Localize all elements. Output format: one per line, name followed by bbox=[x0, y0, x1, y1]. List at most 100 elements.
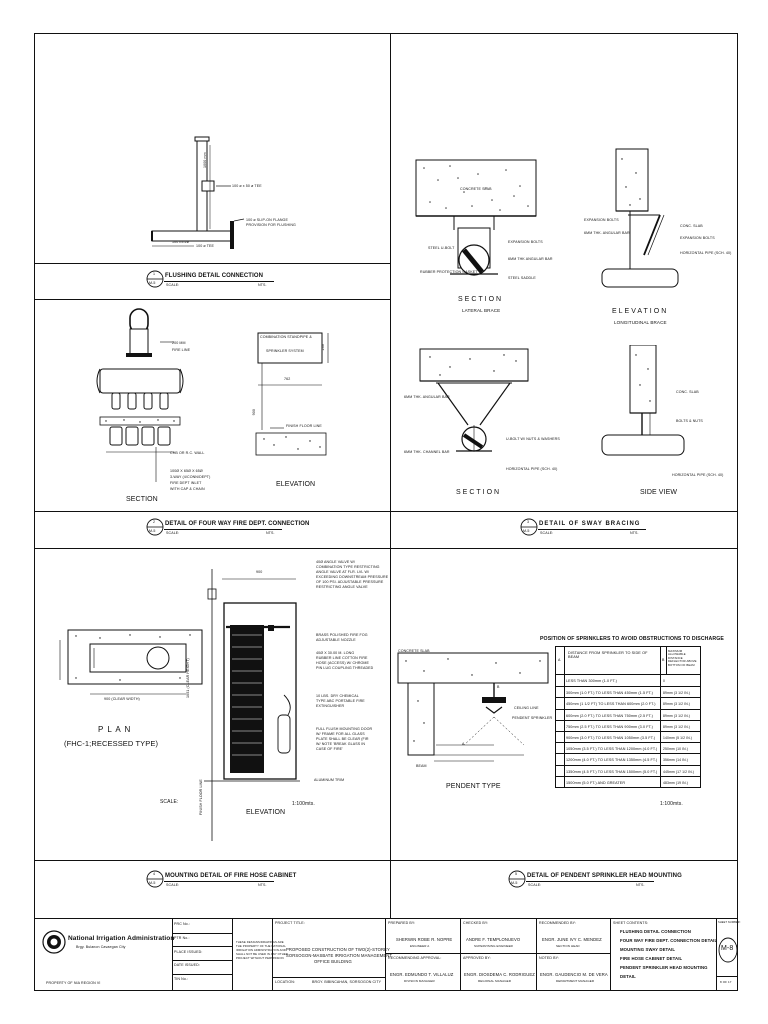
checked-by: ANDRE F. TEMPLONUEVO bbox=[466, 937, 521, 942]
sway-label-conc-slab: CONC. SLAB bbox=[680, 224, 703, 228]
cabinet-scale-ratio: 1:100mts. bbox=[292, 801, 315, 807]
pendent-table-row: 750mm (2.5 FT.) TO LESS THAN 900mm (3.0 … bbox=[556, 719, 700, 731]
cabinet-label-hose-3: HOSE (ACCESS) W/ CHROME bbox=[316, 661, 370, 665]
cabinet-label-ext-1: 10 LBS. DRY CHEMICAL bbox=[316, 694, 359, 698]
project-title-1: PROPOSED CONSTRUCTION OF TWO(2)-STOREY bbox=[286, 947, 390, 952]
pendent-table-cell-distance: LESS THAN 300mm (1.0 FT.) bbox=[566, 679, 617, 683]
project-title-label: PROJECT TITLE: bbox=[275, 921, 305, 925]
pendent-table-title: POSITION OF SPRINKLERS TO AVOID OBSTRUCT… bbox=[540, 636, 724, 642]
pendent-table-cell-distance: 900mm (3.0 FT.) TO LESS THAN 1050mm (3.5… bbox=[566, 736, 656, 740]
pendent-table-cell-max: 445mm (17 1/2 IN.) bbox=[663, 769, 695, 774]
pendent-label-b: B bbox=[497, 685, 500, 689]
note-1: THESE DESIGNS/DRAWINGS ARE bbox=[236, 940, 284, 944]
flushing-callout-no: 1 bbox=[153, 272, 156, 276]
sway-longitudinal-title: ELEVATION bbox=[612, 308, 669, 315]
cabinet-label-nozzle-2: ADJUSTABLE NOZZLE bbox=[316, 638, 356, 642]
cabinet-label-angle-valve-4: EXCEEDING DOWNSTREAM PRESSURE bbox=[316, 575, 389, 579]
cabinet-label-door-1: FULL FLUSH MOUNTING DOOR bbox=[316, 727, 373, 731]
cabinet-label-ext-2: TYPE ABC PORTABLE FIRE bbox=[316, 699, 365, 703]
sway-label-concrete-slab: CONCRETE SLAB bbox=[460, 187, 492, 191]
location-label: LOCATION: bbox=[275, 980, 296, 984]
sway-label-horizontal-pipe2: HORIZONTAL PIPE (SCH. 40) bbox=[506, 467, 558, 471]
cabinet-label-door-2: W/ FRAME FOR ALL GLASS bbox=[316, 732, 365, 736]
pendent-table-cell-distance: 300mm (1.0 FT.) TO LESS THAN 450mm (1.5 … bbox=[566, 691, 653, 696]
pendent-scale-ratio: 1:100mts. bbox=[660, 801, 683, 807]
fdc-callout-sheet: M-5 bbox=[149, 529, 156, 533]
field-date: DATE ISSUED: bbox=[174, 963, 200, 967]
cabinet-label-angle-valve-3: ANGLE VALVE AT FLR. LVL W/ bbox=[316, 570, 370, 574]
sheet-contents-1: FOUR WAY FIRE DEPT. CONNECTION DETAIL bbox=[620, 938, 718, 943]
pendent-table-cell-max: 89mm (3 1/2 IN.) bbox=[663, 724, 691, 729]
cabinet-scale-text: SCALE: bbox=[160, 799, 179, 805]
pendent-table-row: LESS THAN 300mm (1.0 FT.)0 bbox=[556, 675, 700, 686]
note-3: IRRIGATION ADMINISTRATION AND bbox=[236, 948, 286, 952]
cabinet-label-hose-2: RUBBER LINE COTTON FIRE bbox=[316, 656, 368, 660]
row-divider-3 bbox=[34, 860, 738, 861]
prepared-by: SHERWIN ROBE R. NOPRE bbox=[396, 937, 453, 942]
sheet-number-label: SHEET NUMBER: bbox=[718, 921, 741, 924]
noted-by: ENGR. GAUDENCIO M. DE VERA bbox=[540, 972, 608, 977]
sway-label-expansion2: EXPANSION BOLTS bbox=[584, 218, 619, 222]
fdc-section-drawing bbox=[96, 308, 184, 482]
vertical-divider bbox=[390, 33, 391, 918]
fdc-label-wall: CHB OR R.C. WALL bbox=[170, 451, 205, 455]
sheet-of: 8 OF 17 bbox=[720, 980, 732, 984]
sway-label-expansion3: EXPANSION BOLTS bbox=[680, 236, 715, 240]
pendent-table-cell-distance: 1500mm (5.0 FT.) AND GREATER bbox=[566, 780, 626, 785]
cabinet-label-door-4: W/ NOTE 'BREAK GLASS IN bbox=[316, 742, 366, 746]
prepared-by-label: PREPARED BY: bbox=[388, 921, 416, 925]
pendent-drawing bbox=[397, 652, 549, 762]
cabinet-label-angle-valve-6: RESTRICTING ANGLE VALVE bbox=[316, 585, 368, 589]
fdc-label-fire-line-2: FIRE LINE bbox=[172, 348, 191, 352]
sway-label-horizontal-pipe: HORIZONTAL PIPE (SCH. 40) bbox=[680, 251, 732, 255]
sway-label-angular: 6MM THK ANGULAR BAR bbox=[508, 257, 553, 261]
flushing-dim-bottom: 100 ø TEE bbox=[196, 244, 215, 248]
sway-sideview-drawing bbox=[601, 345, 685, 456]
nia-logo bbox=[42, 930, 66, 954]
sway-label-angular2: 6MM THK. ANGULAR BAR bbox=[584, 231, 630, 235]
cabinet-label-hose-4: PIN LUG COUPLING THREADED bbox=[316, 666, 374, 670]
cabinet-callout-sheet: M-5 bbox=[149, 881, 156, 885]
pendent-table-cell-max: 89mm (3 1/2 IN.) bbox=[663, 702, 691, 707]
sway-label-rubber: RUBBER PROTECTION GASKET bbox=[420, 270, 478, 274]
fdc-section-title: SECTION bbox=[126, 496, 158, 503]
flushing-scale-value: NTS. bbox=[258, 283, 267, 287]
fdc-label-standpipe-1: COMBINATION STANDPIPE & bbox=[260, 335, 312, 339]
pendent-callout bbox=[508, 870, 526, 888]
pendent-table-row: 600mm (2.0 FT.) TO LESS THAN 750mm (2.5 … bbox=[556, 708, 700, 720]
cabinet-scale-label: SCALE: bbox=[166, 883, 180, 887]
pendent-table-col-b: B bbox=[662, 658, 665, 662]
cabinet-label-angle-valve-5: OF 100 PSI. ADJUSTABLE PRESSURE bbox=[316, 580, 384, 584]
cabinet-label-ext-3: EXTINGUISHER bbox=[316, 704, 345, 708]
pendent-type-title: PENDENT TYPE bbox=[446, 783, 501, 790]
pendent-table-cell-distance: 1200mm (4.0 FT.) TO LESS THAN 1350mm (4.… bbox=[566, 758, 658, 763]
sway-label-channel-bar: 6MM THK. CHANNEL BAR bbox=[404, 450, 450, 454]
cabinet-label-angle-valve-1: 40Ø ANGLE VALVE W/ bbox=[316, 560, 356, 564]
cabinet-callout bbox=[146, 870, 164, 888]
location-value: BRGY. BIBINCAHAN, SORSOGON CITY bbox=[312, 980, 382, 984]
row-divider-1 bbox=[34, 263, 390, 264]
cabinet-plan-title: P L A N bbox=[98, 725, 132, 734]
fdc-label-standpipe-2: SPRINKLER SYSTEM bbox=[266, 349, 304, 353]
fdc-label-inlet-4: WITH CAP & CHAIN bbox=[170, 487, 205, 491]
pendent-table-row: 1200mm (4.0 FT.) TO LESS THAN 1350mm (4.… bbox=[556, 753, 700, 764]
sway-label-horizontal-pipe3: HORIZONTAL PIPE (SCH. 40) bbox=[672, 473, 724, 477]
pendent-table-cell-max: 356mm (14 IN.) bbox=[663, 758, 688, 763]
fdc-label-inlet-1: 100Ø X 65Ø X 65Ø bbox=[170, 469, 203, 473]
sway-longitudinal-sub: LONGITUDINAL BRACE bbox=[614, 320, 667, 325]
flushing-dim-left: 100 mm/ø bbox=[172, 240, 189, 244]
recommended-by-title: SECTION HEAD bbox=[556, 944, 580, 948]
pendent-table-cell-distance: 600mm (2.0 FT.) TO LESS THAN 750mm (2.5 … bbox=[566, 713, 653, 718]
fdc-label-fire-line-1: 200 MM bbox=[172, 341, 186, 345]
pendent-table-cell-max: 89mm (3 1/2 IN.) bbox=[663, 691, 691, 696]
fdc-scale-label: SCALE: bbox=[166, 531, 180, 535]
agency-sub: Brgy. Bulanon Cavaegan City bbox=[76, 945, 126, 949]
fdc-callout-no: 2 bbox=[153, 520, 156, 524]
pendent-label-beam: BEAM bbox=[416, 764, 427, 768]
sway-label-conc-slab2: CONC. SLAB bbox=[676, 390, 699, 394]
flushing-title: FLUSHING DETAIL CONNECTION bbox=[165, 273, 264, 279]
sway-lateral-drawing bbox=[415, 159, 537, 276]
field-tin: TIN No.: bbox=[174, 977, 189, 981]
pendent-label-ceiling: CEILING LINE bbox=[514, 706, 539, 710]
pendent-table-cell-distance: 1050mm (3.5 FT.) TO LESS THAN 1200mm (4.… bbox=[566, 747, 658, 752]
